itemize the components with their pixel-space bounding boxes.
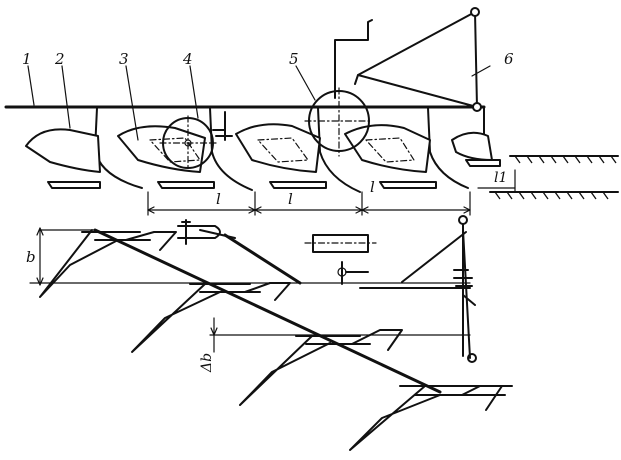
plan-frame <box>93 228 442 394</box>
hitch-linkage <box>354 7 482 112</box>
plan-body-2 <box>131 282 291 353</box>
plan-view <box>29 215 513 451</box>
plan-wheel <box>304 234 377 285</box>
spacing-label-1: l <box>216 190 221 208</box>
callout-3: 3 <box>119 50 129 68</box>
spacing-label-2: l <box>288 190 293 208</box>
plan-coulter <box>177 219 236 245</box>
disc-coulter <box>159 111 233 171</box>
width-dimension <box>36 227 44 286</box>
plan-brace <box>223 233 302 285</box>
end-offset-label: l1 <box>494 170 507 186</box>
hitch-pivot-top <box>470 7 480 17</box>
skimmer-1 <box>149 137 201 163</box>
plough-body-1 <box>25 107 143 189</box>
callout-2: 2 <box>54 50 65 68</box>
plough-body-4 <box>344 107 469 189</box>
skimmer-3 <box>365 137 415 163</box>
hitch-diagonal <box>401 231 467 283</box>
plan-body-4 <box>349 385 513 451</box>
callout-leaders <box>27 65 491 141</box>
dimension-labels: l l l l1 b Δb <box>26 170 507 373</box>
callout-4: 4 <box>182 50 193 68</box>
callout-labels: 1 2 3 4 5 6 <box>22 50 514 68</box>
width-label: b <box>26 248 36 266</box>
hitch-pivot-bottom <box>472 102 482 112</box>
spacing-label-3: l <box>370 178 375 196</box>
plan-body-1 <box>39 229 177 298</box>
plough-body-2 <box>117 107 253 191</box>
skimmer-2 <box>257 137 309 163</box>
callout-5: 5 <box>289 50 299 68</box>
soil-surface <box>489 155 619 200</box>
support-wheel <box>304 19 373 157</box>
width-step-label: Δb <box>199 353 215 373</box>
plough-body-5 <box>451 131 501 167</box>
plan-hitch <box>453 215 477 363</box>
callout-6: 6 <box>504 50 514 68</box>
spacing-dimension <box>147 169 516 216</box>
plan-body-3 <box>239 329 403 406</box>
callout-1: 1 <box>22 50 32 68</box>
width-step-dimension <box>210 317 218 353</box>
side-view <box>4 7 619 216</box>
